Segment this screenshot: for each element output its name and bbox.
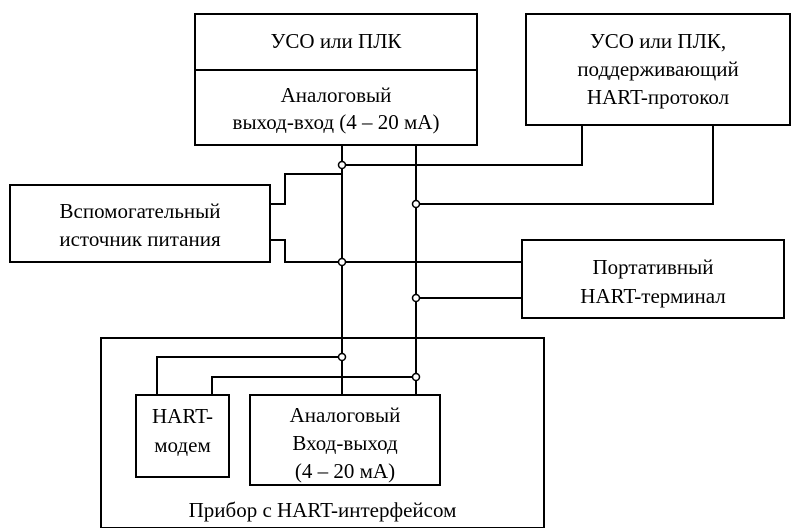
wire-aux-top bbox=[270, 173, 342, 205]
wire-modem-right bbox=[211, 376, 416, 395]
analog-io-line2: Вход-выход bbox=[292, 431, 398, 455]
plc-analog-box bbox=[194, 13, 478, 146]
aux-power-line2: источник питания bbox=[59, 227, 221, 251]
portable-terminal-line2: HART-терминал bbox=[580, 284, 726, 308]
aux-power-line1: Вспомогательный bbox=[59, 199, 221, 223]
hart-modem-line1: HART- bbox=[152, 404, 213, 428]
aux-power-box bbox=[9, 184, 271, 263]
plc-hart-line1: УСО или ПЛК, bbox=[589, 29, 727, 53]
device-box bbox=[100, 337, 545, 528]
junction-node bbox=[411, 199, 421, 209]
plc-analog-sub-line2: выход-вход (4 – 20 мА) bbox=[232, 110, 440, 134]
device-caption: Прибор с HART-интерфейсом bbox=[188, 498, 457, 522]
wire-aux-bottom bbox=[270, 239, 342, 263]
plc-hart-box bbox=[525, 13, 791, 126]
junction-node bbox=[337, 257, 347, 267]
analog-io-line1: Аналоговый bbox=[289, 403, 401, 427]
plc-analog-header: УСО или ПЛК bbox=[270, 29, 402, 53]
junction-node bbox=[411, 372, 421, 382]
hart-modem-line2: модем bbox=[154, 433, 211, 457]
junction-node bbox=[411, 293, 421, 303]
wire-plc-hart-right bbox=[416, 125, 714, 205]
portable-terminal-line1: Портативный bbox=[592, 255, 714, 279]
portable-terminal-box bbox=[521, 239, 785, 319]
plc-hart-line2: поддерживающий bbox=[577, 57, 739, 81]
analog-io-box bbox=[249, 394, 441, 486]
wire-plc-hart-left bbox=[342, 125, 583, 166]
plc-analog-sub-line1: Аналоговый bbox=[280, 83, 392, 107]
junction-node bbox=[337, 160, 347, 170]
junction-node bbox=[337, 352, 347, 362]
hart-modem-box bbox=[135, 394, 230, 478]
wire-modem-left bbox=[156, 356, 342, 395]
analog-io-line3: (4 – 20 мА) bbox=[294, 459, 396, 483]
plc-hart-line3: HART-протокол bbox=[586, 85, 730, 109]
